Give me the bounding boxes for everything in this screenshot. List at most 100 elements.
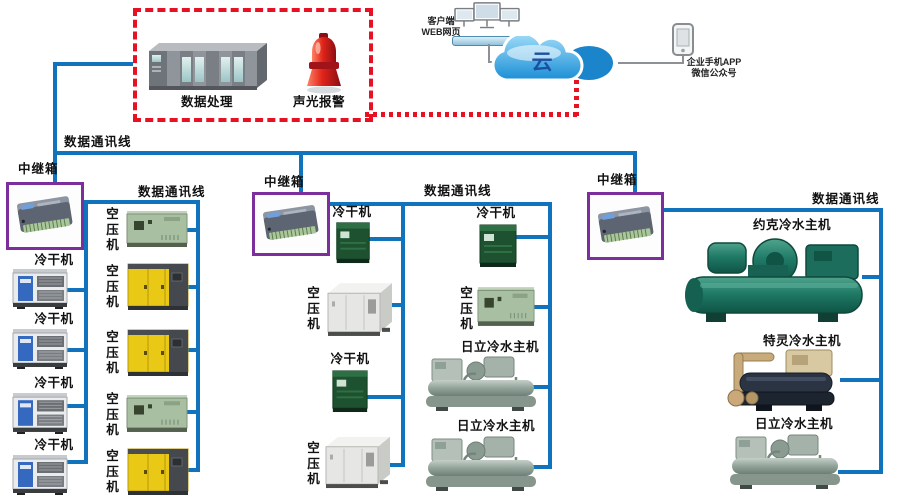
client-monitors-icon [453, 1, 521, 37]
compressor-machine-image [127, 261, 189, 310]
stub-line [366, 237, 403, 241]
dryer-machine-image [12, 267, 68, 309]
stub-line [531, 385, 550, 389]
left-compressor-riser [196, 200, 200, 472]
chiller-label: 日立冷水主机 [456, 419, 535, 433]
stub-line [862, 275, 881, 279]
stub-line [390, 303, 403, 307]
dryer-machine-image [334, 219, 372, 264]
phone-label-line2: 微信公众号 [691, 67, 737, 78]
left-dryer-riser [84, 200, 88, 464]
chiller-label: 日立冷水主机 [460, 340, 539, 354]
client-web-label: 客户端 WEB网页 [416, 16, 466, 37]
compressor-machine-image [127, 446, 189, 495]
dryer-label: 冷干机 [34, 312, 74, 326]
bus-label-right: 数据通讯线 [812, 192, 880, 206]
chiller-label: 约克冷水主机 [752, 218, 831, 232]
chiller-label: 日立冷水主机 [754, 417, 833, 431]
compressor-label: 空压机 [106, 207, 119, 252]
stub-line [184, 410, 198, 414]
client-label-line2: WEB网页 [421, 26, 461, 37]
main-bus-line [53, 151, 637, 155]
compressor-machine-image [322, 431, 392, 491]
compressor-label: 空压机 [106, 330, 119, 375]
client-label-line1: 客户端 [427, 16, 455, 26]
phone-app-label: 企业手机APP 微信公众号 [682, 57, 746, 78]
right-riser [879, 208, 883, 474]
dryer-machine-image [12, 391, 68, 434]
dryer-machine-image [330, 367, 370, 413]
stub-line [514, 235, 550, 239]
red-dotted-link [365, 112, 577, 117]
bus-line-segment [53, 62, 135, 66]
compressor-label: 空压机 [307, 286, 320, 331]
relay-box-label: 中继箱 [18, 162, 59, 176]
relay-box-3 [587, 192, 664, 260]
stub-line [840, 378, 881, 382]
thin-link-line [488, 44, 490, 62]
compressor-machine-image [477, 285, 535, 327]
alarm-label: 声光报警 [292, 95, 345, 109]
bus-line-segment [53, 62, 57, 184]
middle-riser-b [548, 202, 552, 469]
stub-line [62, 348, 86, 352]
relay-box-1 [6, 182, 84, 250]
dryer-label: 冷干机 [34, 438, 74, 452]
relay-device-image [259, 201, 323, 247]
stub-line [62, 404, 86, 408]
red-dotted-link [574, 80, 579, 116]
relay-device-image [13, 192, 77, 240]
stub-line [531, 305, 550, 309]
cloud-text: 云 [531, 51, 553, 74]
stub-line [366, 395, 403, 399]
middle-riser-a [401, 202, 405, 467]
dryer-machine-image [12, 327, 68, 369]
dryer-label: 冷干机 [330, 352, 370, 366]
compressor-machine-image [324, 277, 394, 339]
mobile-phone-icon [669, 23, 697, 57]
stub-line [184, 468, 198, 472]
stub-line [184, 348, 198, 352]
bus-label-left: 数据通讯线 [138, 185, 206, 199]
chiller-label: 特灵冷水主机 [762, 334, 841, 348]
thin-link-line [618, 62, 684, 64]
relay-device-image [594, 202, 658, 250]
compressor-machine-image [126, 209, 188, 248]
dryer-label: 冷干机 [34, 253, 74, 267]
right-group-bus [658, 208, 883, 212]
compressor-machine-image [126, 393, 188, 433]
cloud-icon [474, 36, 622, 84]
compressor-label: 空压机 [106, 449, 119, 494]
chiller-machine-image [424, 432, 538, 492]
stub-line [184, 285, 198, 289]
compressor-label: 空压机 [106, 392, 119, 437]
compressor-machine-image [127, 327, 189, 376]
dryer-label: 冷干机 [476, 206, 516, 220]
chiller-machine-image [722, 347, 844, 413]
data-processing-label: 数据处理 [180, 95, 233, 109]
phone-label-line1: 企业手机APP [686, 57, 742, 67]
thin-link-line [682, 56, 684, 64]
relay-box-label: 中继箱 [264, 175, 305, 189]
stub-line [388, 463, 403, 467]
relay3-drop-line [633, 151, 637, 194]
chiller-machine-image [678, 231, 870, 327]
chiller-machine-image [728, 430, 842, 490]
stub-line [62, 460, 86, 464]
chiller-machine-image [424, 352, 538, 412]
middle-group-bus [324, 202, 552, 206]
stub-line [838, 470, 881, 474]
compressor-label: 空压机 [106, 264, 119, 309]
plc-rack-image [145, 36, 271, 96]
stub-line [531, 465, 550, 469]
alarm-beacon-image [303, 32, 345, 94]
bus-label-middle: 数据通讯线 [424, 184, 492, 198]
dryer-machine-image [12, 453, 68, 495]
stub-line [62, 288, 86, 292]
relay2-drop-line [299, 151, 303, 194]
left-group-bus [78, 200, 200, 204]
dryer-machine-image [477, 221, 519, 268]
dryer-label: 冷干机 [332, 205, 372, 219]
bus-label-main: 数据通讯线 [64, 135, 132, 149]
